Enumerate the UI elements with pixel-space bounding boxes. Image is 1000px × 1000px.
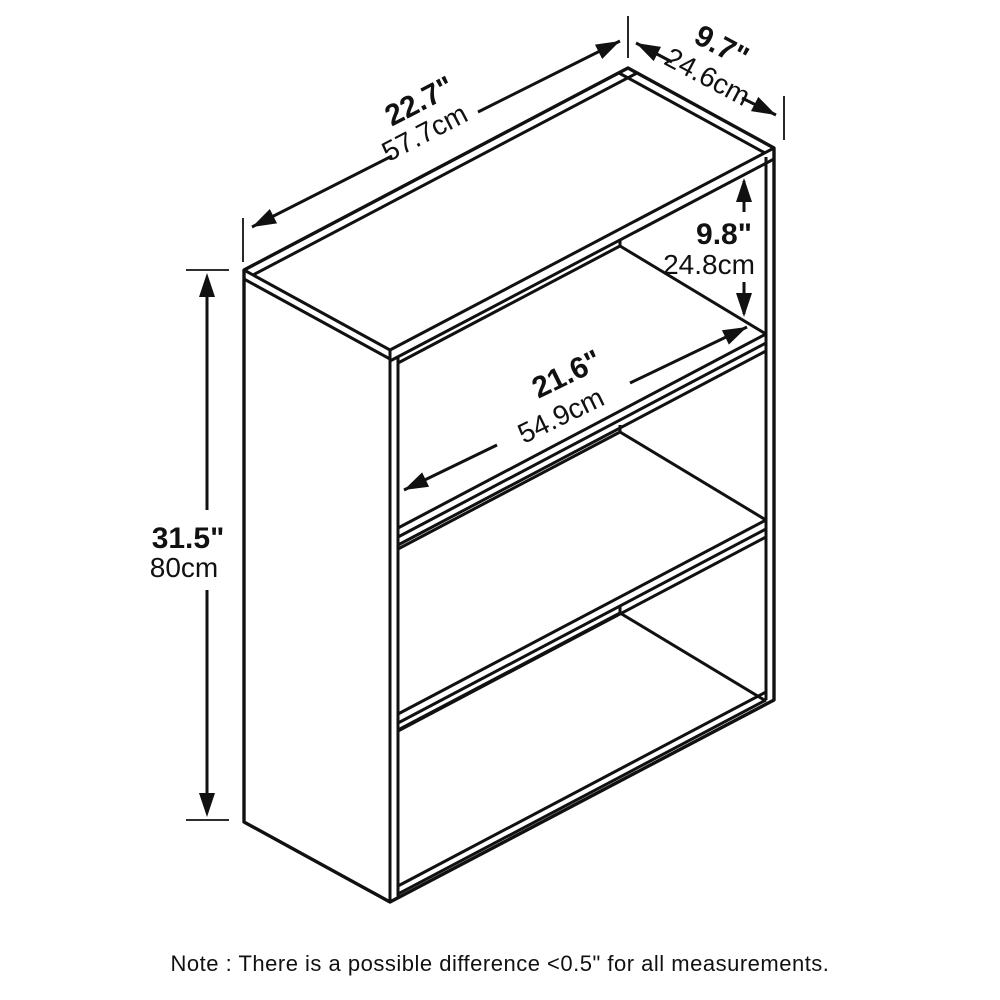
shelf-1-lines (397, 332, 767, 547)
dim-width-arrow-left (252, 209, 278, 227)
dim-depth-arrow-right (750, 96, 776, 115)
dim-opening-height-inches-label: 9.8" (696, 218, 752, 251)
dim-height-cm-label: 80cm (150, 552, 218, 583)
dim-shelf-width-arrow-left (404, 472, 430, 490)
dim-height: 31.5" 80cm (150, 269, 229, 821)
dim-height-arrow-top (199, 273, 215, 297)
note-text: Note : There is a possible difference <0… (171, 951, 830, 976)
cabinet-top-face-lines (243, 71, 775, 363)
dim-opening-height-cm-label: 24.8cm (663, 249, 755, 280)
cabinet-interior-lines (397, 239, 767, 732)
dim-opening-height-arrow-top (736, 178, 752, 202)
bottom-shelf-lines (397, 690, 767, 896)
dim-depth-arrow-left (636, 43, 662, 62)
cabinet-front-frame-lines (388, 157, 768, 902)
dim-height-arrow-bottom (199, 793, 215, 817)
bookcase-drawing (242, 66, 776, 904)
dim-opening-height: 9.8" 24.8cm (663, 178, 755, 317)
dim-height-inches-label: 31.5" (152, 522, 225, 555)
cabinet-outline (242, 66, 776, 904)
dim-shelf-width-arrow-right (721, 327, 747, 345)
dim-opening-height-arrow-bottom (736, 293, 752, 317)
dim-width-line (251, 39, 621, 229)
dim-width-arrow-right (594, 41, 620, 59)
